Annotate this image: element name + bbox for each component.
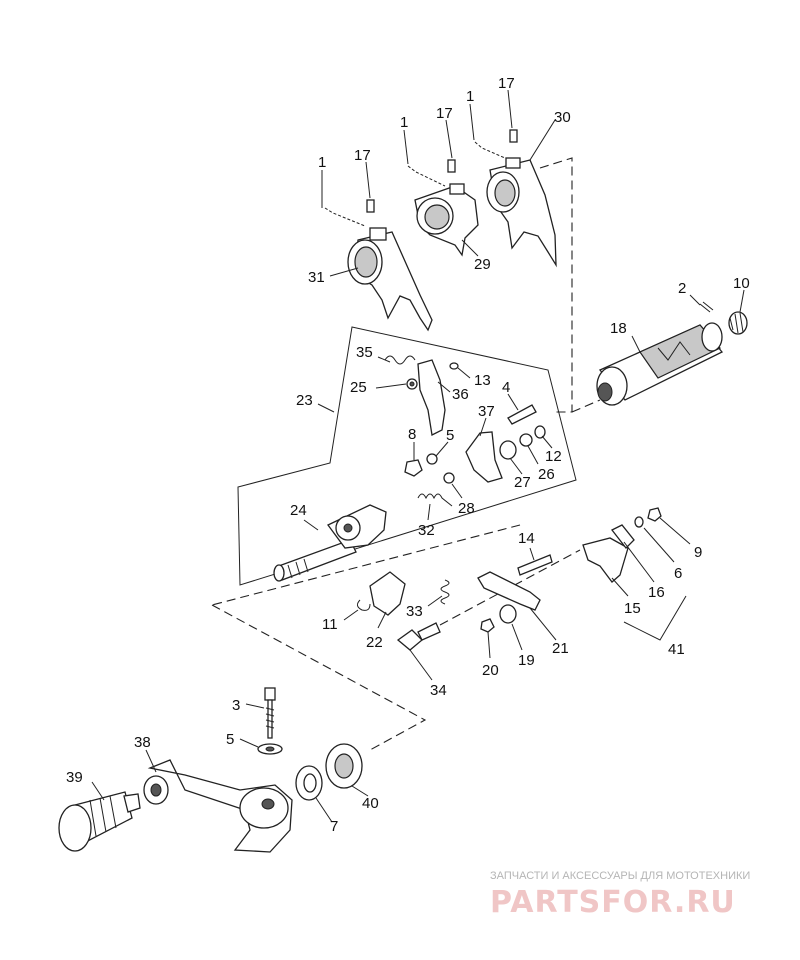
label-4: 4 — [502, 379, 510, 396]
label-36: 36 — [452, 386, 469, 403]
pin-17b — [447, 159, 456, 173]
spring-32 — [417, 493, 453, 507]
nut-9 — [647, 507, 662, 522]
label-6: 6 — [674, 565, 682, 582]
label-38: 38 — [134, 734, 151, 751]
label-1b: 1 — [400, 114, 408, 131]
shift-shaft-24 — [273, 504, 387, 582]
label-22: 22 — [366, 634, 383, 651]
label-15: 15 — [624, 600, 641, 617]
label-10: 10 — [733, 275, 750, 292]
assembly-line-shaft — [211, 524, 521, 751]
assembly-line-drum — [571, 399, 601, 413]
label-11: 11 — [322, 616, 338, 633]
label-16: 16 — [648, 584, 665, 601]
pin-14 — [517, 554, 553, 576]
label-3: 3 — [232, 697, 240, 714]
label-7: 7 — [330, 818, 338, 835]
washer-28 — [443, 472, 455, 484]
label-27: 27 — [514, 474, 531, 491]
label-17b: 17 — [436, 105, 453, 122]
shift-fork-31 — [347, 227, 433, 332]
roller-19 — [499, 604, 517, 624]
cotter-1b — [407, 165, 446, 187]
clip-11 — [356, 599, 371, 611]
ring-12 — [534, 425, 546, 439]
plate-37 — [465, 431, 503, 483]
label-40: 40 — [362, 795, 379, 812]
label-25: 25 — [350, 379, 367, 396]
label-28: 28 — [458, 500, 475, 517]
label-32: 32 — [418, 522, 435, 539]
shift-fork-29 — [414, 183, 479, 257]
inset-outline-23 — [237, 326, 577, 586]
label-14: 14 — [518, 530, 535, 547]
label-29: 29 — [474, 256, 491, 273]
pin-2 — [699, 301, 714, 313]
pin-17a — [366, 199, 375, 213]
label-18: 18 — [610, 320, 627, 337]
plate-15 — [582, 537, 629, 583]
screw-3 — [264, 687, 276, 739]
stud-4 — [507, 404, 537, 425]
watermark: ЗАПЧАСТИ И АКСЕССУАРЫ ДЛЯ МОТОТЕХНИКИ PA… — [490, 870, 750, 920]
label-34: 34 — [430, 682, 447, 699]
plate-22 — [369, 571, 406, 616]
label-20: 20 — [482, 662, 499, 679]
label-1a: 1 — [318, 154, 326, 171]
label-9: 9 — [694, 544, 702, 561]
label-41: 41 — [668, 641, 685, 658]
lever-21 — [477, 571, 541, 611]
label-12: 12 — [545, 448, 562, 465]
label-5b: 5 — [226, 731, 234, 748]
assembly-line-pin — [439, 549, 581, 626]
cotter-1c — [474, 141, 506, 159]
label-2: 2 — [678, 280, 686, 297]
label-21: 21 — [552, 640, 569, 657]
label-13: 13 — [474, 372, 491, 389]
shift-drum-18 — [596, 322, 724, 406]
washer-5a — [426, 453, 438, 465]
watermark-tagline: ЗАПЧАСТИ И АКСЕССУАРЫ ДЛЯ МОТОТЕХНИКИ — [490, 870, 750, 882]
label-39: 39 — [66, 769, 83, 786]
shift-fork-30 — [486, 157, 557, 268]
pawl-36 — [417, 359, 446, 436]
cotter-1a — [324, 207, 366, 227]
label-19: 19 — [518, 652, 535, 669]
callout-labels: 1 17 1 17 1 17 30 31 29 2 10 18 35 25 23… — [66, 75, 750, 835]
leader-lines — [91, 89, 745, 823]
nut-20 — [480, 618, 495, 633]
washer-26 — [519, 433, 533, 447]
clip-13 — [449, 362, 459, 370]
shift-lever-38 — [143, 759, 293, 853]
watermark-logo: PARTSFOR.RU — [490, 885, 736, 920]
label-8: 8 — [408, 426, 416, 443]
label-1c: 1 — [466, 88, 474, 105]
pin-17c — [509, 129, 518, 143]
spring-33 — [440, 579, 450, 605]
nut-8 — [404, 459, 423, 477]
label-17a: 17 — [354, 147, 371, 164]
label-30: 30 — [554, 109, 571, 126]
shift-peg-39 — [58, 791, 141, 852]
clip-16 — [611, 524, 635, 549]
label-26: 26 — [538, 466, 555, 483]
label-37: 37 — [478, 403, 495, 420]
label-35: 35 — [356, 344, 373, 361]
bearing-10 — [728, 311, 748, 335]
washer-6 — [634, 516, 644, 528]
label-5a: 5 — [446, 427, 454, 444]
spring-35 — [384, 355, 416, 365]
label-24: 24 — [290, 502, 307, 519]
label-17c: 17 — [498, 75, 515, 92]
label-23: 23 — [296, 392, 313, 409]
label-33: 33 — [406, 603, 423, 620]
assembly-line-forks — [539, 157, 573, 413]
label-31: 31 — [308, 269, 325, 286]
spacer-27 — [499, 440, 517, 460]
